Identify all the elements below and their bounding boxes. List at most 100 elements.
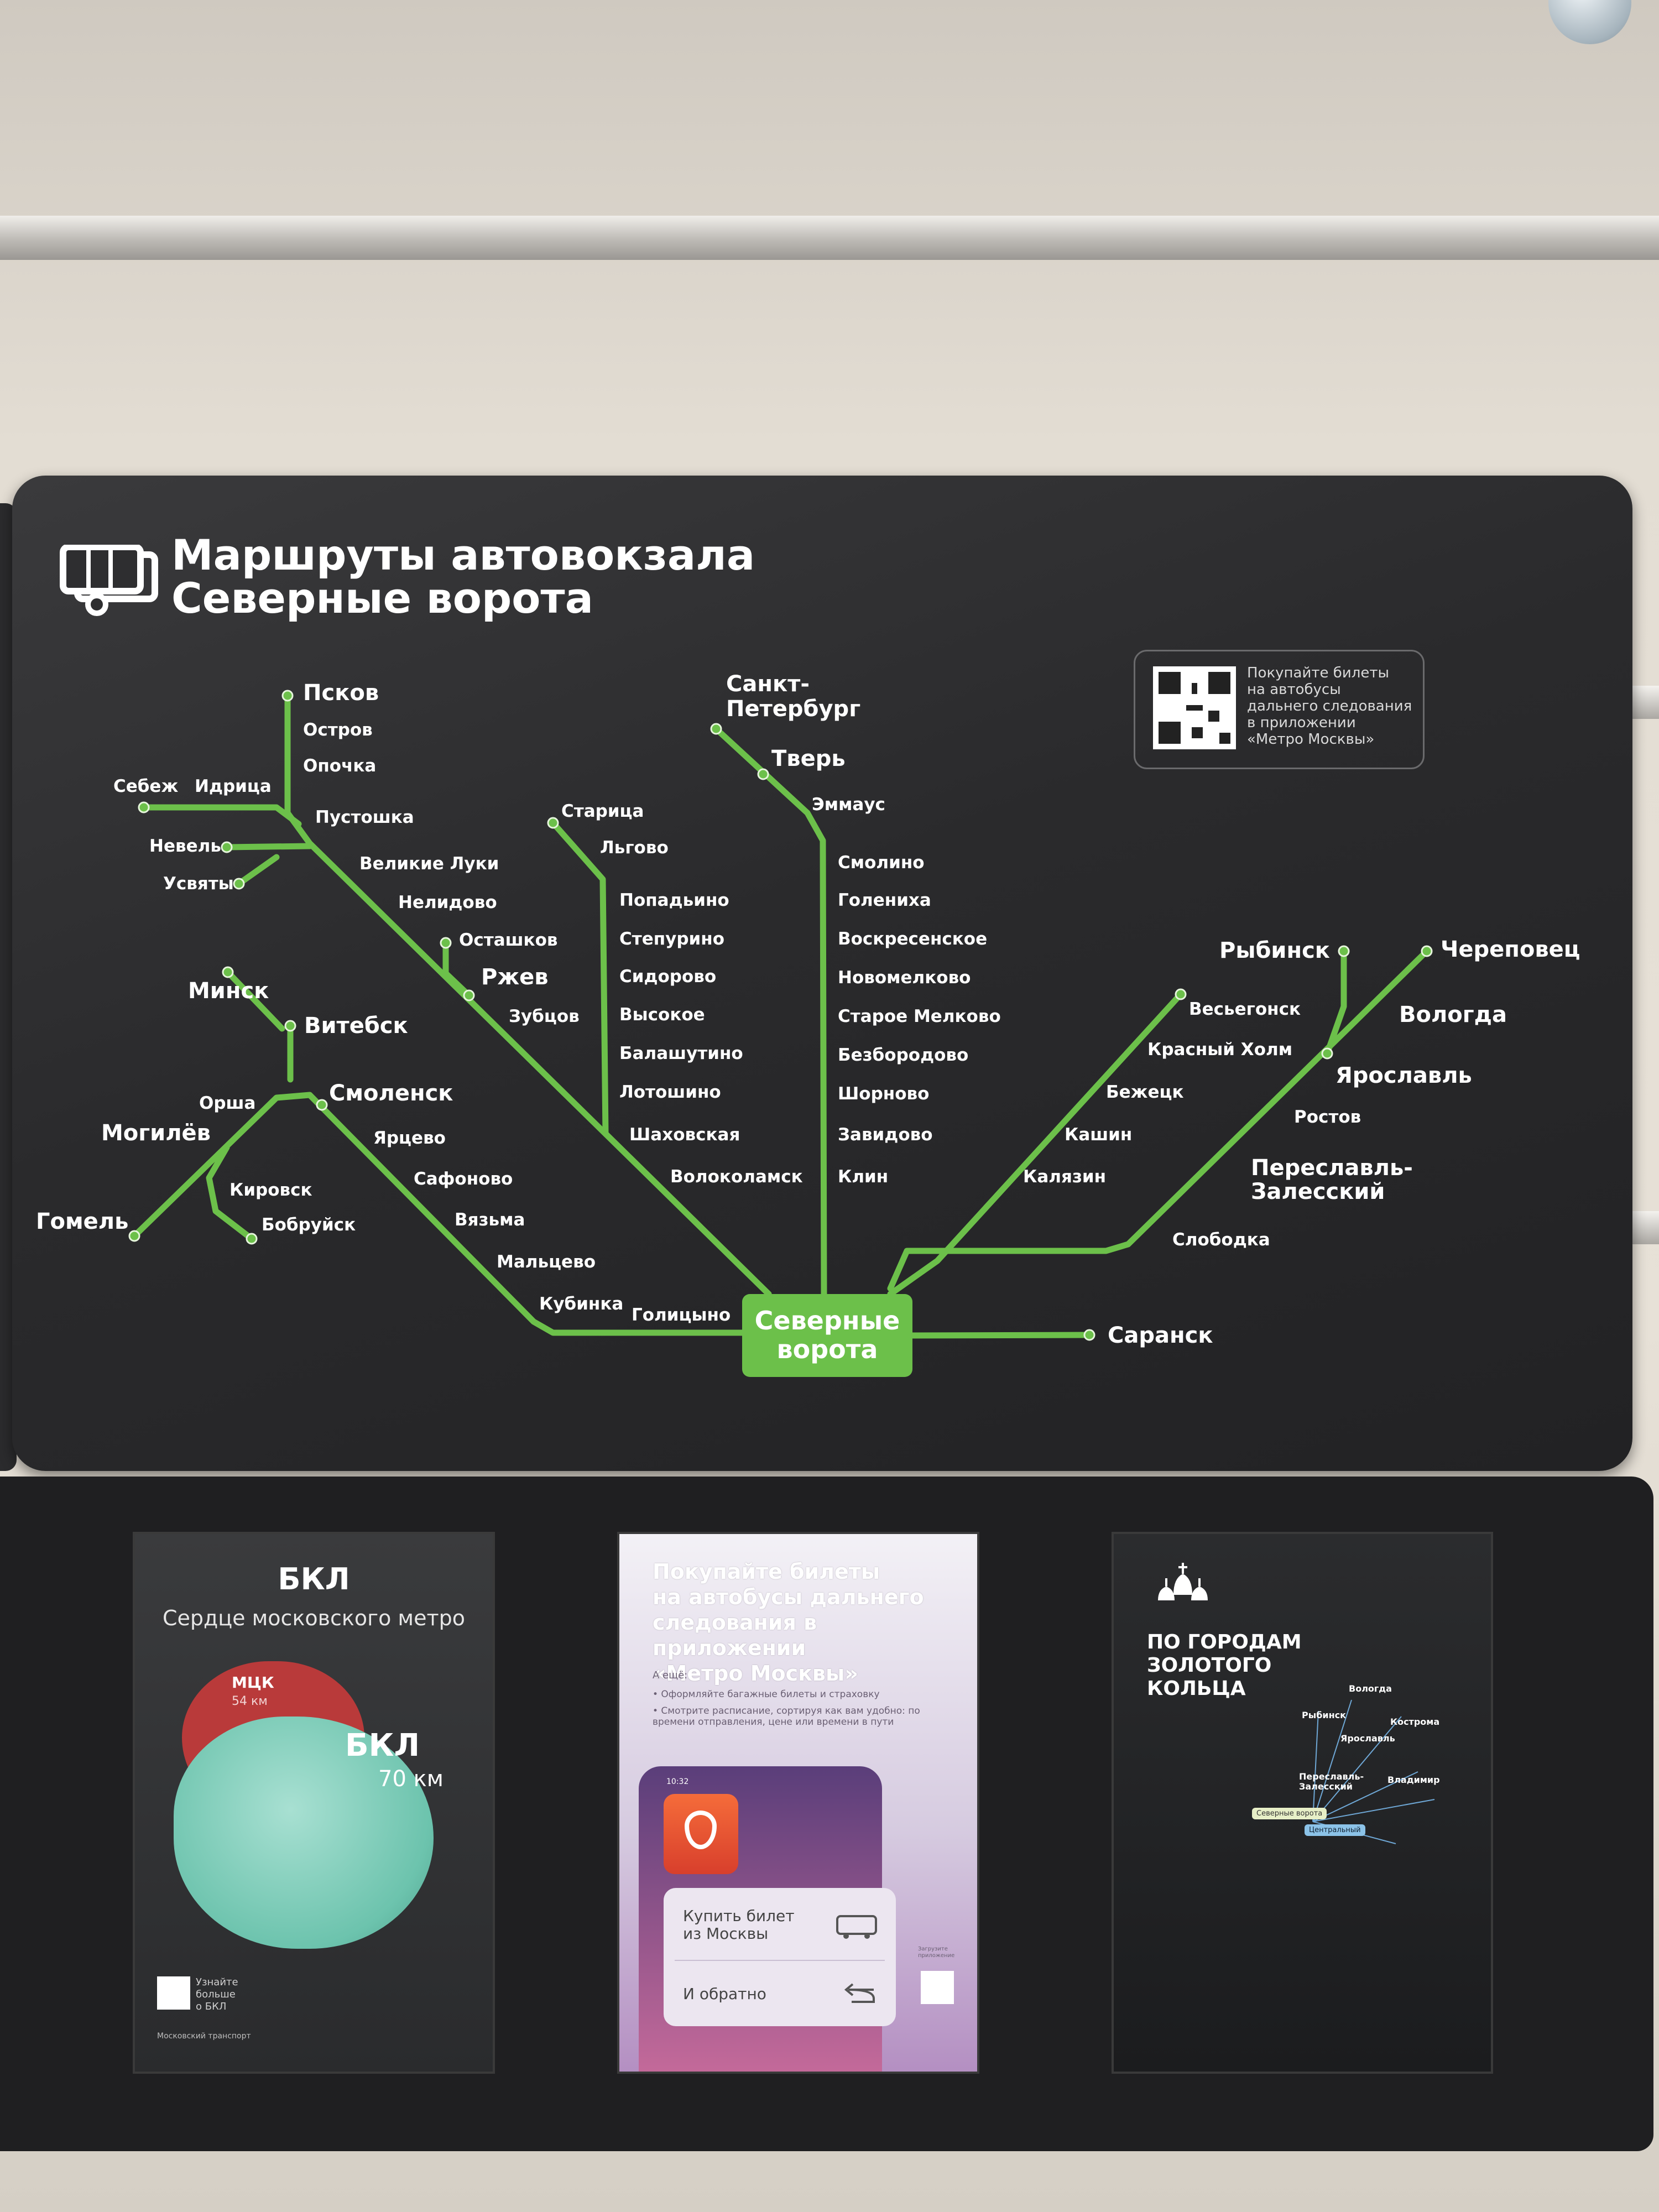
station-kashin: Кашин <box>1065 1125 1132 1145</box>
station-popadyino: Попадьино <box>619 890 729 910</box>
station-sidorovo: Сидорово <box>619 967 716 987</box>
metro-app-icon <box>664 1794 738 1874</box>
map-tag-severnye: Северные ворота <box>1252 1808 1327 1819</box>
station-bezhetsk: Бежецк <box>1106 1082 1184 1102</box>
station-tver: Тверь <box>771 746 846 771</box>
poster-bkl-title: БКЛ <box>135 1562 493 1597</box>
poster-app: Покупайте билеты на автобусы дальнего сл… <box>617 1532 979 2074</box>
station-nevel: Невель <box>149 836 221 856</box>
map-label-pereslavl: Переславль- Залесский <box>1299 1772 1364 1792</box>
station-lotoshino: Лотошино <box>619 1082 721 1102</box>
line-nevel <box>227 846 310 847</box>
station-vologda: Вологда <box>1399 1002 1507 1027</box>
station-pustoshka: Пустошка <box>315 807 414 827</box>
church-domes-icon <box>1147 1562 1219 1623</box>
station-bezborodovo: Безбородово <box>838 1045 968 1065</box>
station-pskov: Псков <box>303 680 379 706</box>
station-staroe-melkovo: Старое Мелково <box>838 1006 1001 1026</box>
station-idritsa: Идрица <box>195 776 272 796</box>
poster-bkl-qr <box>157 1976 190 2010</box>
station-novomelkovo: Новомелково <box>838 968 971 988</box>
station-pereslavl-line1: Переславль- <box>1251 1155 1413 1181</box>
route-map: Псков Остров Опочка Себеж Идрица Пустошк… <box>0 0 1659 1493</box>
poster-bkl: БКЛ Сердце московского метро МЦК 54 км Б… <box>133 1532 495 2074</box>
station-kirovsk: Кировск <box>229 1180 312 1200</box>
return-arrow-icon <box>841 1982 879 2007</box>
poster-app-also: А ещё: <box>653 1670 687 1681</box>
station-zubtsov: Зубцов <box>509 1006 580 1026</box>
hub-line1: Северные <box>742 1306 912 1335</box>
station-spb-line2: Петербург <box>726 696 860 722</box>
poster-app-title: Покупайте билеты на автобусы дальнего сл… <box>653 1559 962 1686</box>
station-kubinka: Кубинка <box>539 1294 623 1314</box>
station-saransk: Саранск <box>1108 1323 1213 1348</box>
download-label: Загрузите приложение <box>918 1946 954 1959</box>
station-voskresenskoe: Воскресенское <box>838 929 987 949</box>
station-emmaus: Эммаус <box>812 795 885 815</box>
station-staritsa: Старица <box>561 801 644 821</box>
station-ostrov: Остров <box>303 720 373 740</box>
bkl-km: 70 км <box>378 1766 444 1792</box>
station-yartsevo: Ярцево <box>373 1128 446 1148</box>
map-label-vologda: Вологда <box>1349 1683 1392 1694</box>
phone-time: 10:32 <box>666 1777 688 1786</box>
station-rostov: Ростов <box>1294 1107 1361 1127</box>
station-smolensk: Смоленск <box>329 1081 453 1106</box>
station-velikie-luki: Великие Луки <box>359 854 499 874</box>
station-sebezh: Себеж <box>113 776 178 796</box>
station-zavidovo: Завидово <box>838 1125 933 1145</box>
line-spb <box>716 729 824 1294</box>
station-orsha: Орша <box>199 1093 255 1113</box>
bkl-label: БКЛ <box>345 1728 420 1764</box>
station-krasny-kholm: Красный Холм <box>1147 1040 1292 1060</box>
station-cherepovets: Череповец <box>1441 937 1580 962</box>
card-divider <box>675 1960 885 1961</box>
poster-bkl-learn: Узнайте больше о БКЛ <box>196 1976 238 2013</box>
buy-ticket-label: Купить билет из Москвы <box>683 1907 795 1943</box>
poster-bkl-footer: Московский транспорт <box>157 2032 251 2041</box>
station-shornovo: Шорново <box>838 1084 929 1104</box>
mck-km: 54 км <box>232 1694 268 1708</box>
mck-label: МЦК <box>232 1673 274 1692</box>
map-tag-central: Центральный <box>1305 1824 1365 1836</box>
poster-app-bullet1: • Оформляйте багажные билеты и страховку <box>653 1689 951 1700</box>
map-label-rybinsk: Рыбинск <box>1302 1710 1346 1720</box>
hub-line2: ворота <box>742 1335 912 1364</box>
station-balashutino: Балашутино <box>619 1044 743 1063</box>
station-vyazma: Вязьма <box>455 1210 525 1230</box>
station-yaroslavl: Ярославль <box>1335 1063 1472 1088</box>
metro-logo-icon <box>685 1811 717 1849</box>
line-sebezh <box>144 807 299 824</box>
station-rybinsk: Рыбинск <box>1219 938 1330 963</box>
station-klin: Клин <box>838 1167 888 1187</box>
station-pereslavl-line2: Залесский <box>1251 1179 1385 1204</box>
station-usvyaty: Усвяты <box>163 874 234 894</box>
poster-bkl-subtitle: Сердце московского метро <box>135 1606 493 1630</box>
station-ostashkov: Осташков <box>459 930 558 950</box>
station-smolino: Смолино <box>838 853 925 873</box>
map-label-yaroslavl: Ярославль <box>1340 1733 1395 1744</box>
station-vesyegonsk: Весьегонск <box>1189 999 1301 1019</box>
station-safonovo: Сафоново <box>414 1169 513 1189</box>
station-lgovo: Льгово <box>600 838 669 858</box>
poster-golden-ring: ПО ГОРОДАМ ЗОЛОТОГО КОЛЬЦА Вологда Рыбин… <box>1112 1532 1493 2074</box>
station-slobodka: Слободка <box>1172 1230 1270 1250</box>
station-golenikha: Голениха <box>838 890 931 910</box>
station-opochka: Опочка <box>303 756 376 776</box>
station-mogilev: Могилёв <box>101 1120 211 1146</box>
station-shakhovskaya: Шаховская <box>629 1125 740 1145</box>
station-spb-line1: Санкт- <box>726 671 810 697</box>
poster-app-qr <box>921 1971 954 2004</box>
line-usvyaty <box>239 857 276 884</box>
station-minsk: Минск <box>188 978 269 1004</box>
station-volokolamsk: Волоколамск <box>670 1167 803 1187</box>
station-maltsevo: Мальцево <box>497 1252 596 1272</box>
station-stepurino: Степурино <box>619 929 724 949</box>
line-ostashkov <box>446 943 469 995</box>
return-label: И обратно <box>683 1985 766 2003</box>
line-pskov <box>288 696 769 1294</box>
station-bobruysk: Бобруйск <box>262 1215 356 1235</box>
map-label-vladimir: Владимир <box>1387 1775 1440 1785</box>
station-rzhev: Ржев <box>481 964 549 990</box>
station-vysokoe: Высокое <box>619 1005 705 1025</box>
